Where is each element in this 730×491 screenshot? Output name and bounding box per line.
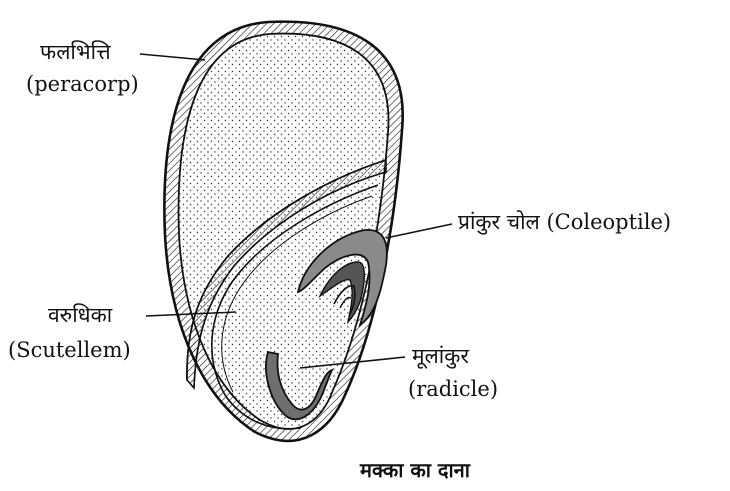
radicle-label-hindi: मूलांकुर <box>412 344 469 368</box>
coleoptile-label: प्रांकुर चोल (Coleoptile) <box>458 210 671 234</box>
coleoptile-leader-line <box>386 224 452 238</box>
pericarp-label-english: (peracorp) <box>26 72 139 96</box>
pericarp-leader-line <box>140 54 205 60</box>
pericarp-label-hindi: फलभित्ति <box>40 40 111 64</box>
scutellum-label-hindi: वरुधिका <box>48 303 112 327</box>
scutellum-label-english: (Scutellem) <box>8 338 131 362</box>
diagram-caption: मक्का का दाना <box>360 456 470 483</box>
radicle-label-english: (radicle) <box>408 377 498 401</box>
